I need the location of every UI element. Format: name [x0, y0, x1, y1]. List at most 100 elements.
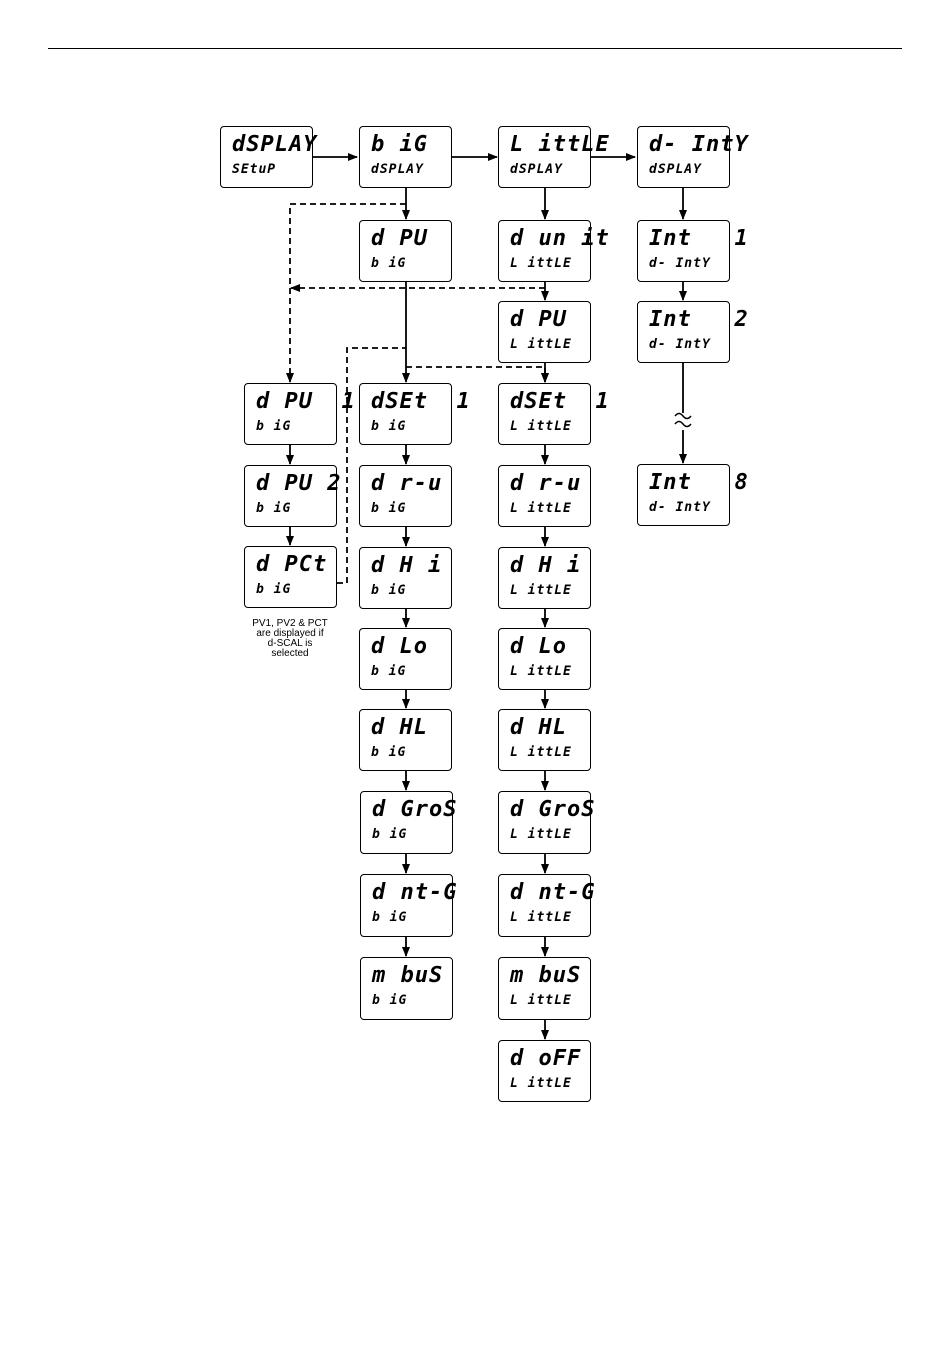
big-d-set1-box: dSEt 1 b iG [359, 383, 470, 445]
big-d-nt-g-box: d nt-G b iG [360, 874, 456, 937]
box-bottom-text: L ittLE [510, 827, 572, 842]
little-d-r-u-box: d r-u L ittLE [498, 465, 591, 527]
header-rule [48, 48, 902, 49]
box-top-text: d nt-G [372, 880, 458, 905]
intensity-2-box: Int 2 d- IntY [637, 301, 748, 363]
box-bottom-text: b iG [372, 910, 408, 925]
little-d-unit-box: d un it L ittLE [498, 220, 609, 282]
box-bottom-text: b iG [371, 583, 407, 598]
little-d-pv-box: d PU L ittLE [498, 301, 591, 363]
little-d-off-box: d oFF L ittLE [498, 1040, 591, 1102]
box-bottom-text: b iG [256, 501, 292, 516]
little-display-bottom: dSPLAY [510, 162, 563, 177]
box-bottom-text: b iG [371, 256, 407, 271]
box-top-text: d GroS [510, 797, 596, 822]
box-top-text: d H i [371, 553, 443, 578]
footnote-line: selected [271, 648, 309, 659]
box-bottom-text: L ittLE [510, 910, 572, 925]
big-d-pv2-box: d PU 2 b iG [244, 465, 340, 527]
box-top-text: d PU 2 [256, 471, 342, 496]
box-top-text: d Lo [371, 634, 428, 659]
box-bottom-text: b iG [256, 419, 292, 434]
footnote-line: d-SCAL is [267, 638, 313, 649]
continuation-break-symbol [674, 412, 692, 428]
box-top-text: d r-u [510, 471, 582, 496]
little-d-hl-box: d HL L ittLE [498, 709, 591, 771]
box-top-text: dSEt 1 [371, 389, 471, 414]
little-display-box: L ittLE dSPLAY [498, 126, 609, 188]
box-bottom-text: L ittLE [510, 501, 572, 516]
display-setup-box: dSPLAY SEtuP [220, 126, 316, 188]
big-m-bus-box: m buS b iG [360, 957, 453, 1020]
box-bottom-text: L ittLE [510, 419, 572, 434]
box-top-text: m buS [510, 963, 582, 988]
box-top-text: Int 1 [649, 226, 749, 251]
box-top-text: Int 8 [649, 470, 749, 495]
big-d-gros-box: d GroS b iG [360, 791, 456, 854]
box-top-text: dSEt 1 [510, 389, 610, 414]
footnote-line: PV1, PV2 & PCT [252, 618, 328, 629]
box-bottom-text: b iG [371, 419, 407, 434]
box-bottom-text: b iG [256, 582, 292, 597]
box-top-text: d r-u [371, 471, 443, 496]
big-d-lo-box: d Lo b iG [359, 628, 452, 690]
box-top-text: d PCt [256, 552, 328, 577]
box-top-text: d PU [371, 226, 428, 251]
intensity-1-box: Int 1 d- IntY [637, 220, 748, 282]
box-top-text: d GroS [372, 797, 458, 822]
box-bottom-text: L ittLE [510, 745, 572, 760]
little-d-lo-box: d Lo L ittLE [498, 628, 591, 690]
dashed-path-to-dpv1 [286, 203, 406, 383]
box-bottom-text: b iG [371, 745, 407, 760]
intensity-display-box: d- IntY dSPLAY [637, 126, 748, 188]
box-bottom-text: L ittLE [510, 1076, 572, 1091]
box-bottom-text: d- IntY [649, 337, 711, 352]
box-top-text: Int 2 [649, 307, 749, 332]
big-display-bottom: dSPLAY [371, 162, 424, 177]
box-top-text: m buS [372, 963, 444, 988]
box-bottom-text: L ittLE [510, 583, 572, 598]
box-top-text: d Lo [510, 634, 567, 659]
box-top-text: d H i [510, 553, 582, 578]
box-top-text: d PU 1 [256, 389, 356, 414]
box-bottom-text: d- IntY [649, 500, 711, 515]
display-setup-bottom: SEtuP [232, 162, 277, 177]
box-bottom-text: L ittLE [510, 993, 572, 1008]
big-d-pct-box: d PCt b iG [244, 546, 337, 608]
big-display-top: b iG [371, 132, 428, 157]
big-d-r-u-box: d r-u b iG [359, 465, 452, 527]
intensity-display-top: d- IntY [649, 132, 749, 157]
box-top-text: d nt-G [510, 880, 596, 905]
box-bottom-text: b iG [371, 664, 407, 679]
box-bottom-text: L ittLE [510, 337, 572, 352]
big-display-box: b iG dSPLAY [359, 126, 452, 188]
big-d-hl-box: d HL b iG [359, 709, 452, 771]
box-bottom-text: b iG [371, 501, 407, 516]
big-d-pv1-box: d PU 1 b iG [244, 383, 355, 445]
big-d-pv-box: d PU b iG [359, 220, 452, 282]
pv-footnote: PV1, PV2 & PCT are displayed if d-SCAL i… [226, 619, 354, 659]
box-bottom-text: d- IntY [649, 256, 711, 271]
box-top-text: d un it [510, 226, 610, 251]
little-d-gros-box: d GroS L ittLE [498, 791, 594, 854]
box-bottom-text: L ittLE [510, 256, 572, 271]
box-top-text: d HL [371, 715, 428, 740]
footnote-line: are displayed if [256, 628, 324, 639]
box-top-text: d PU [510, 307, 567, 332]
little-d-set1-box: dSEt 1 L ittLE [498, 383, 609, 445]
big-d-hi-box: d H i b iG [359, 547, 452, 609]
box-bottom-text: b iG [372, 993, 408, 1008]
intensity-8-box: Int 8 d- IntY [637, 464, 748, 526]
dashed-pct-return [337, 347, 406, 584]
box-top-text: d HL [510, 715, 567, 740]
box-bottom-text: b iG [372, 827, 408, 842]
little-d-hi-box: d H i L ittLE [498, 547, 591, 609]
little-display-top: L ittLE [510, 132, 610, 157]
box-top-text: d oFF [510, 1046, 582, 1071]
box-bottom-text: L ittLE [510, 664, 572, 679]
display-setup-top: dSPLAY [232, 132, 318, 157]
dashed-to-little-dset1 [406, 366, 549, 383]
intensity-display-bottom: dSPLAY [649, 162, 702, 177]
